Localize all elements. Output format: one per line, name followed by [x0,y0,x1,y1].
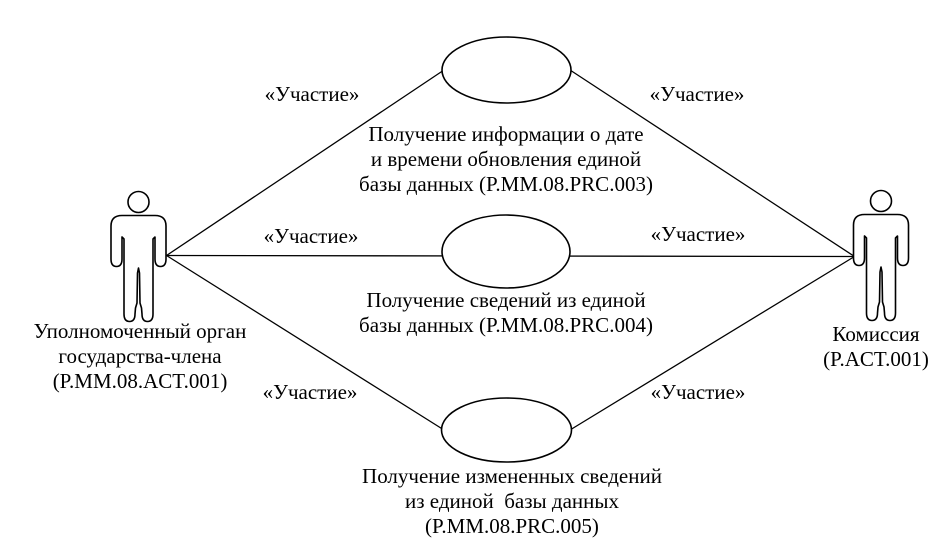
usecase-label-middle: Получение сведений из единой базы данных… [359,288,653,337]
usecase-ellipse-middle [441,214,571,289]
stereotype-label-right-bottom: «Участие» [650,380,746,404]
usecase-label-bottom: Получение измененных сведений из единой … [362,464,662,538]
stereotype-label-left-bottom: «Участие» [262,380,358,404]
stereotype-label-right-middle: «Участие» [650,222,746,246]
stereotype-label-right-top: «Участие» [649,82,745,106]
association-line-left-top [166,69,445,257]
actor-figure-authority [110,190,167,323]
actor-figure-commission [852,189,910,322]
actor-label-commission: Комиссия (P.ACT.001) [823,322,929,371]
association-line-right-bottom [569,255,855,431]
stereotype-label-left-top: «Участие» [264,82,360,106]
stereotype-label-left-middle: «Участие» [263,224,359,248]
association-lines [166,69,855,431]
usecase-label-top: Получение информации о дате и времени об… [359,122,653,196]
usecase-ellipse-bottom [440,397,573,463]
usecase-ellipse-top [441,36,572,104]
association-line-left-bottom [166,254,445,431]
actor-label-authority: Уполномоченный орган государства-члена (… [33,319,247,393]
association-line-right-top [569,69,855,258]
